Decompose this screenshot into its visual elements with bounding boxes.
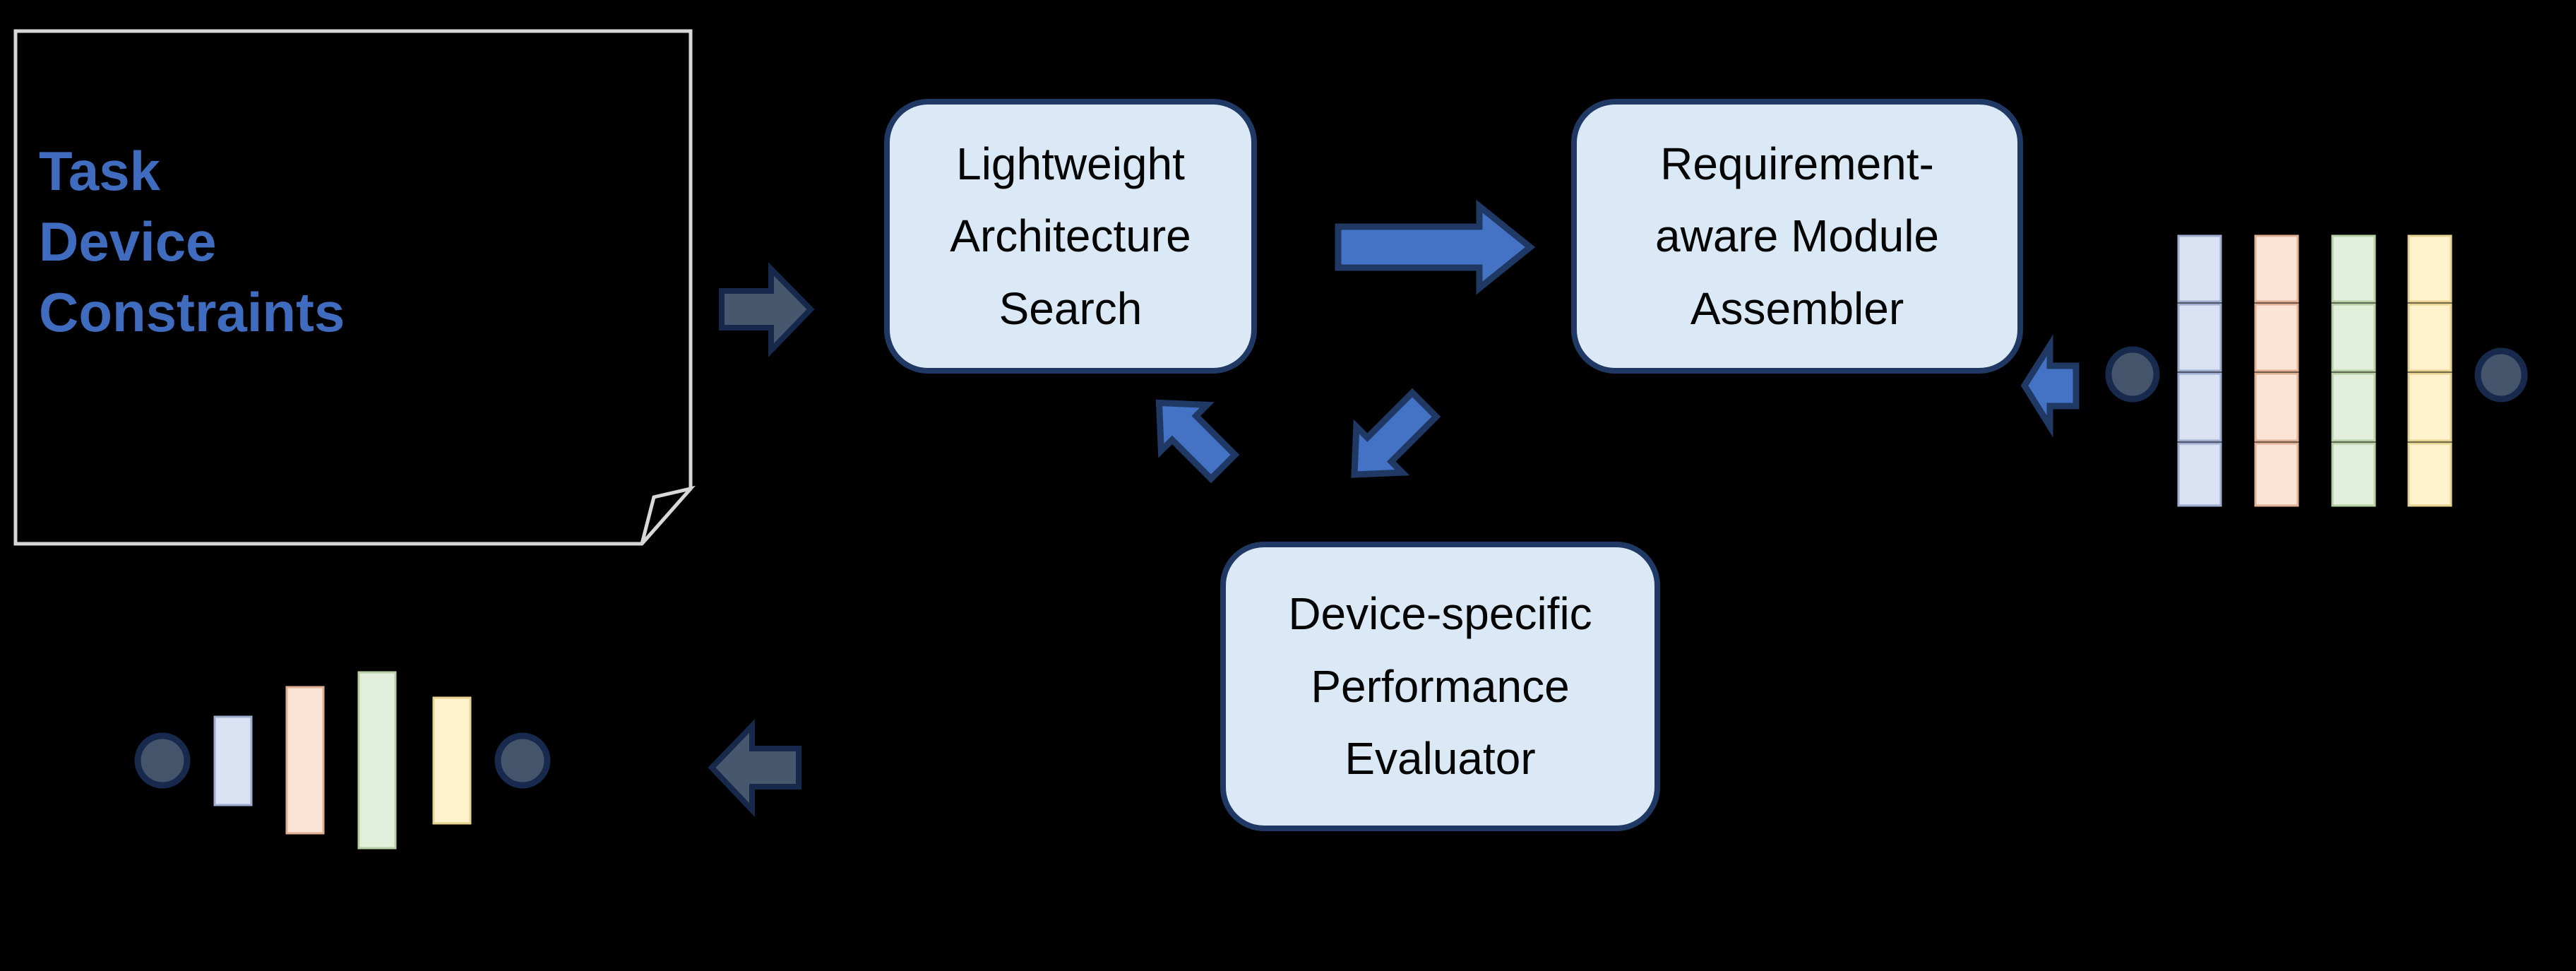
- assembler-to-evaluator-arrow: [1351, 388, 1441, 478]
- node-device-specific-performance-evaluator: Device-specific Performance Evaluator: [1220, 542, 1660, 831]
- architecture-module-bar: [213, 715, 253, 806]
- supernet-cell: [2254, 303, 2299, 372]
- node-label-line: Requirement-: [1660, 138, 1934, 189]
- supernet-cell: [2177, 234, 2222, 303]
- supernet-to-assembler-arrow: [2020, 334, 2080, 438]
- note-line: Task: [39, 140, 160, 202]
- supernet-cell: [2407, 442, 2452, 507]
- node-label-line: Assembler: [1690, 282, 1904, 334]
- supernet-cell: [2177, 303, 2222, 372]
- supernet-cell: [2331, 234, 2376, 303]
- architecture-module-bar: [432, 696, 472, 825]
- supernet-cell: [2254, 234, 2299, 303]
- folded-corner-icon: [640, 485, 696, 545]
- input-arrow: [719, 262, 815, 357]
- supernet-cell: [2407, 234, 2452, 303]
- supernet-cell: [2407, 372, 2452, 442]
- architecture-endpoint-circle: [134, 732, 191, 789]
- output-architecture: [134, 671, 551, 850]
- supernet-cell: [2331, 303, 2376, 372]
- supernet-cell: [2177, 442, 2222, 507]
- supernet-cell: [2331, 372, 2376, 442]
- supernet-cell: [2254, 372, 2299, 442]
- supernet-cell: [2407, 303, 2452, 372]
- node-label-line: aware Module: [1655, 210, 1939, 262]
- node-label-line: Evaluator: [1344, 733, 1536, 785]
- supernet-cell: [2254, 442, 2299, 507]
- output-arrow: [708, 719, 801, 818]
- node-label-line: Performance: [1311, 660, 1570, 712]
- node-requirement-aware-module-assembler: Requirement- aware Module Assembler: [1571, 99, 2023, 374]
- supernet-cell: [2331, 442, 2376, 507]
- input-note: [13, 29, 696, 546]
- node-label-line: Device-specific: [1288, 588, 1592, 640]
- architecture-module-bar: [285, 686, 325, 835]
- supernet-endpoint-circle: [2105, 346, 2160, 403]
- node-lightweight-architecture-search: Lightweight Architecture Search: [884, 99, 1257, 374]
- supernet-endpoint-circle: [2474, 347, 2528, 403]
- module-supernet: [2105, 234, 2528, 507]
- supernet-cell: [2177, 372, 2222, 442]
- note-line: Constraints: [39, 281, 345, 343]
- evaluator-to-search-arrow: [1155, 399, 1240, 484]
- node-label-line: Architecture: [950, 210, 1191, 262]
- architecture-endpoint-circle: [494, 732, 551, 789]
- search-to-assembler-arrow: [1335, 199, 1536, 295]
- note-line: Device: [39, 210, 217, 273]
- input-note-label: Task Device Constraints: [39, 136, 345, 347]
- node-label-line: Search: [998, 282, 1143, 334]
- architecture-module-bar: [357, 671, 397, 850]
- node-label-line: Lightweight: [956, 138, 1185, 189]
